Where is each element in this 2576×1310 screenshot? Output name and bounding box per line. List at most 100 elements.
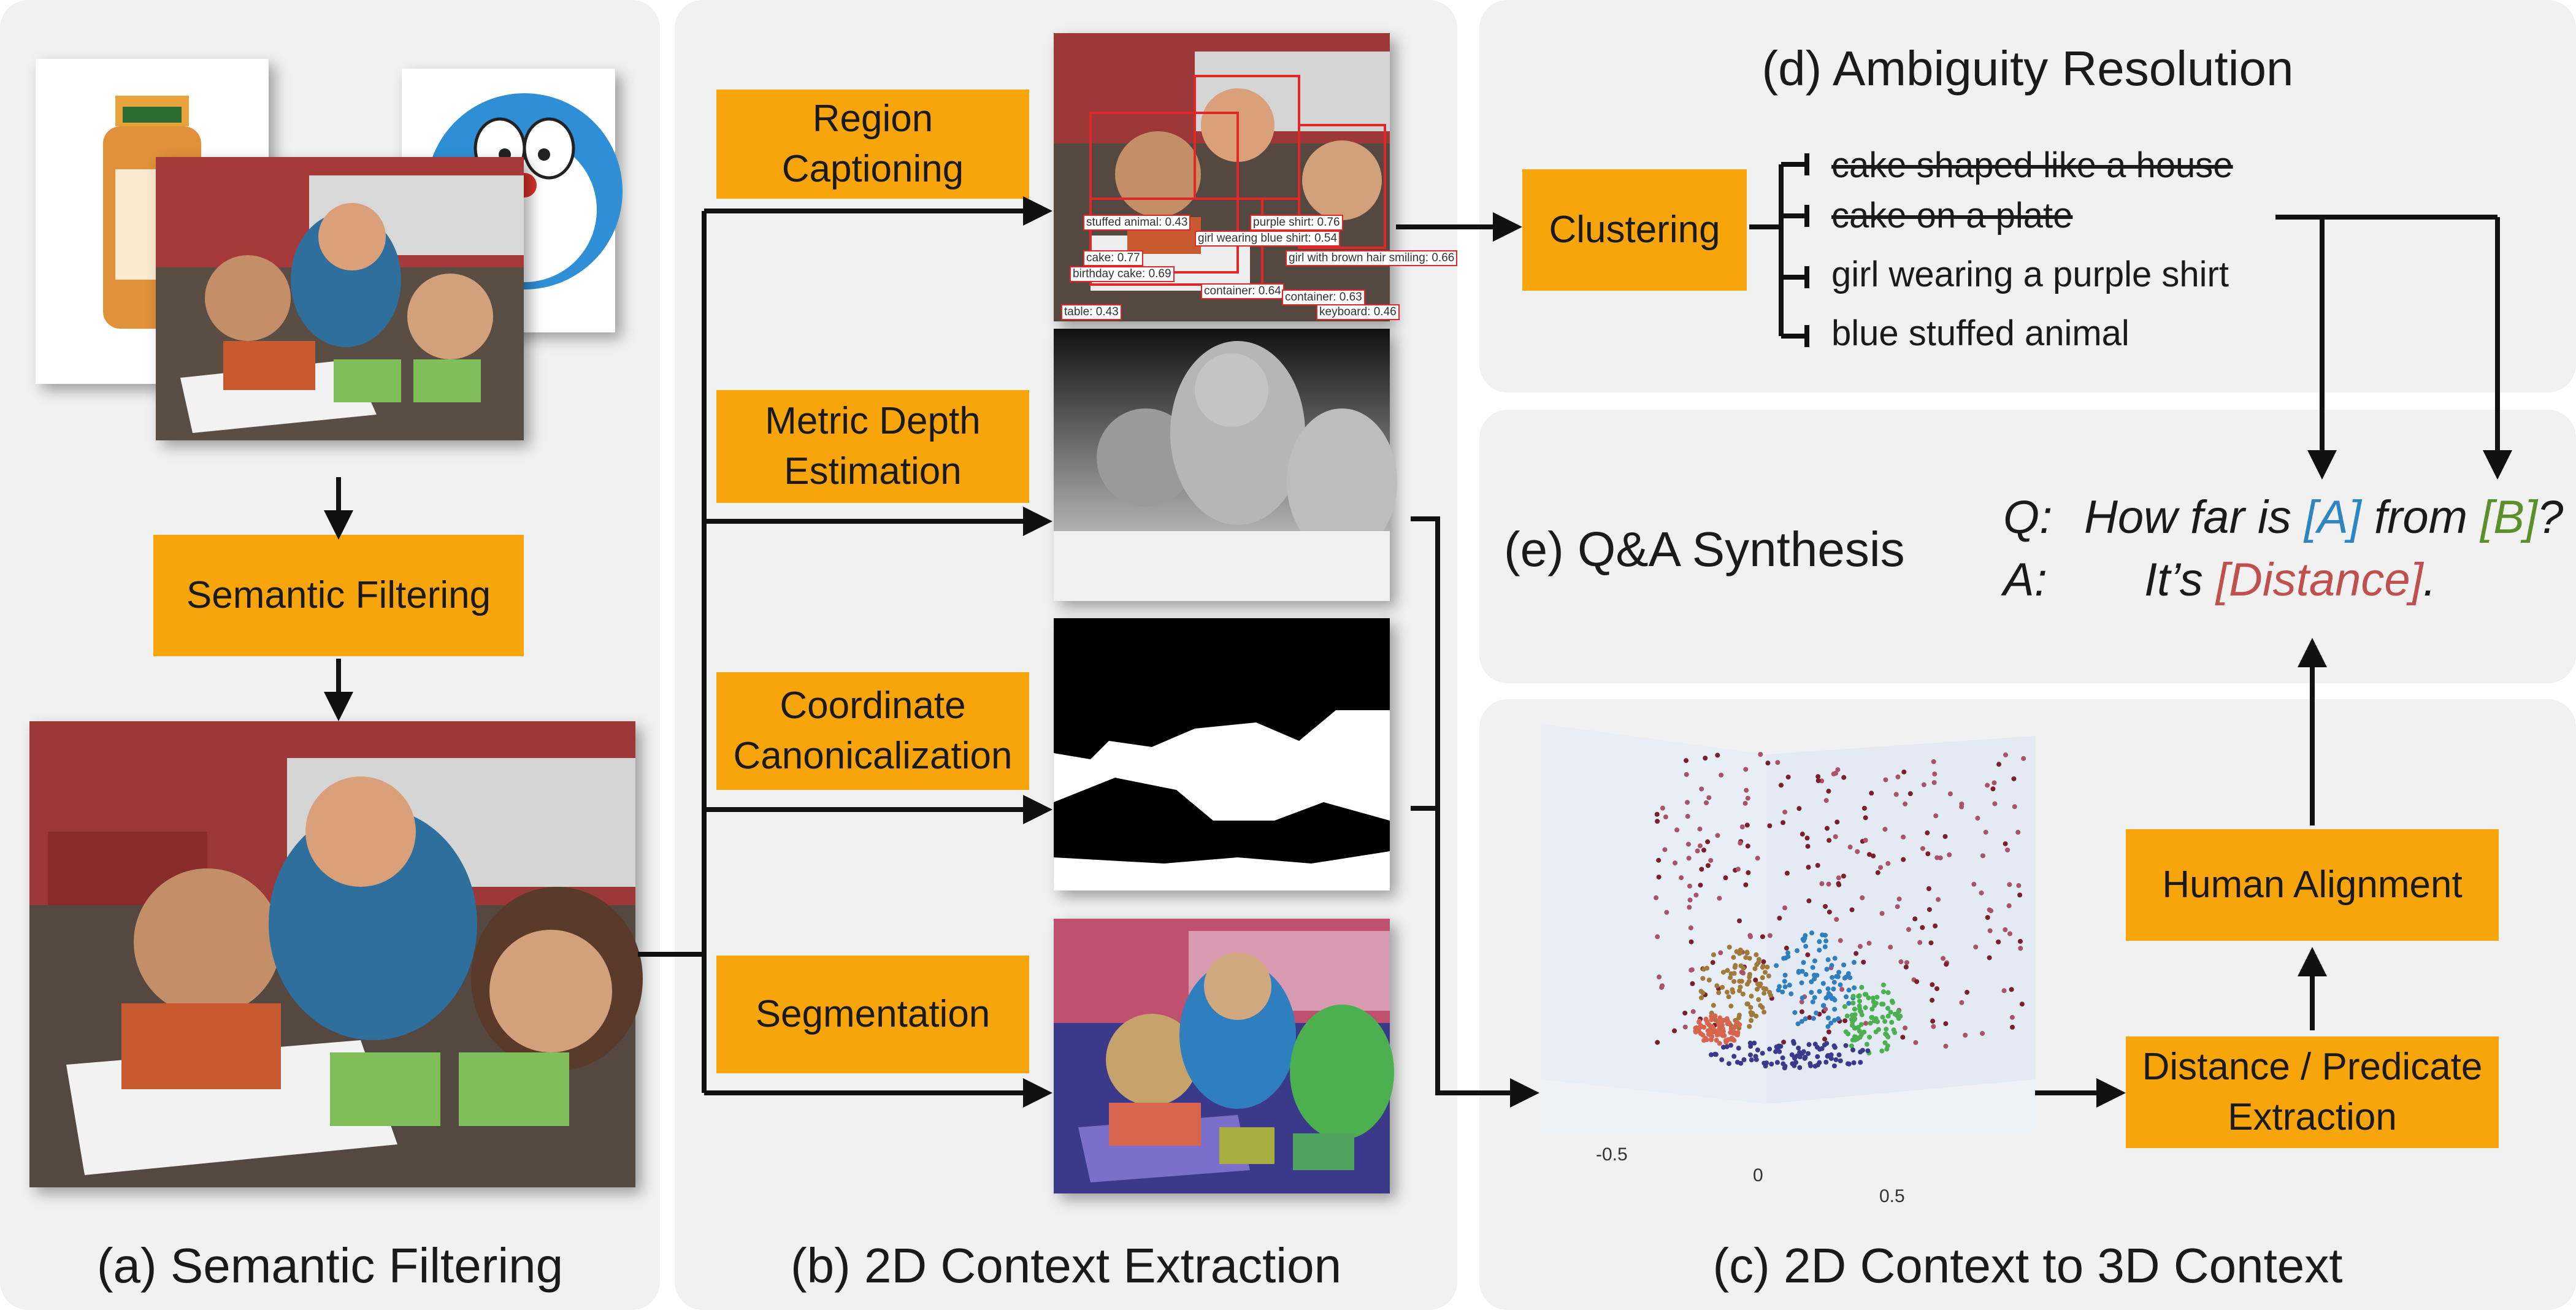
point-cloud-point	[1849, 1043, 1854, 1049]
point-cloud-point	[1738, 947, 1743, 952]
point-cloud-point	[1659, 984, 1665, 990]
point-cloud-point	[1820, 981, 1826, 986]
point-cloud-point	[1730, 1036, 1736, 1042]
point-cloud-point	[1736, 1046, 1741, 1051]
point-cloud-point	[1889, 998, 1895, 1004]
point-cloud-point	[1925, 830, 1930, 836]
point-cloud-point	[1858, 1022, 1864, 1027]
point-cloud-point	[2006, 903, 2012, 908]
point-cloud-point	[1851, 960, 1857, 965]
point-cloud-point	[1778, 783, 1784, 788]
point-cloud-point	[1895, 904, 1900, 910]
point-cloud-point	[1896, 896, 1902, 902]
point-cloud-point	[1842, 1004, 1847, 1009]
point-cloud-point	[1739, 824, 1745, 830]
point-cloud-point	[1657, 975, 1662, 980]
point-cloud-point	[1983, 829, 1988, 835]
point-cloud-point	[1824, 967, 1830, 972]
point-cloud-point	[1698, 1023, 1703, 1028]
point-cloud-point	[1767, 823, 1773, 829]
point-cloud-point	[1996, 939, 2001, 944]
point-cloud-point	[1836, 875, 1841, 881]
point-cloud-point	[1727, 944, 1732, 950]
qa-question-end: ?	[2537, 491, 2564, 543]
point-cloud-point	[1857, 1028, 1862, 1034]
point-cloud-point	[1829, 963, 1834, 968]
point-cloud-point	[1686, 856, 1692, 861]
point-cloud-point	[1693, 1029, 1698, 1035]
point-cloud-point	[1831, 1043, 1837, 1049]
point-cloud-point	[1811, 1016, 1816, 1021]
point-cloud-point	[1797, 1054, 1803, 1060]
point-cloud-point	[1831, 771, 1836, 776]
point-cloud-point	[1727, 1021, 1732, 1026]
point-cloud-point	[1785, 950, 1790, 956]
point-cloud-point	[1723, 875, 1728, 881]
point-cloud-point	[1930, 1019, 1936, 1024]
point-cloud-point	[1815, 774, 1821, 779]
detection-label: cake: 0.77	[1083, 250, 1143, 266]
point-cloud-point	[1655, 1040, 1660, 1045]
point-cloud-point	[1693, 892, 1699, 898]
point-cloud-point	[1807, 1015, 1812, 1021]
point-cloud-point	[1815, 1062, 1820, 1068]
point-cloud-point	[1738, 963, 1744, 968]
point-cloud-point	[1777, 1049, 1782, 1054]
point-cloud-point	[1654, 811, 1660, 817]
point-cloud-point	[1942, 833, 1948, 839]
point-cloud-point	[1769, 1061, 1774, 1067]
point-cloud-point	[1756, 997, 1761, 1002]
point-cloud-point	[1828, 1055, 1834, 1061]
caption-item: cake shaped like a house	[1831, 145, 2233, 185]
point-cloud-point	[1843, 1043, 1849, 1048]
point-cloud-point	[1731, 971, 1737, 976]
point-cloud-point	[1828, 1021, 1834, 1026]
point-cloud-point	[1735, 1020, 1741, 1025]
metric-depth-label: Metric Depth Estimation	[765, 399, 981, 492]
point-cloud-point	[1761, 990, 1767, 996]
point-cloud-point	[2016, 883, 2022, 888]
point-cloud-point	[1809, 990, 1814, 995]
point-cloud-point	[1931, 779, 1937, 785]
point-cloud-point	[1874, 994, 1880, 1000]
caption-item: blue stuffed animal	[1831, 313, 2129, 353]
point-cloud-point	[1810, 965, 1815, 970]
point-cloud-point	[1826, 881, 1831, 887]
point-cloud-point	[1735, 1059, 1740, 1065]
point-cloud-point	[1782, 984, 1788, 990]
point-cloud-point	[1860, 895, 1865, 900]
point-cloud-point	[1892, 1011, 1898, 1017]
point-cloud-point	[1847, 975, 1853, 981]
point-cloud-point	[1879, 1048, 1885, 1054]
point-cloud-point	[1826, 1029, 1831, 1035]
point-cloud-point	[1774, 1060, 1780, 1065]
point-cloud-point	[1738, 984, 1743, 990]
point-cloud-point	[1698, 883, 1703, 888]
point-cloud-point	[1893, 792, 1899, 797]
point-cloud-point	[1849, 907, 1855, 913]
point-cloud-point	[1787, 982, 1792, 988]
point-cloud-point	[1906, 927, 1911, 932]
coordinate-canonicalization-label: Coordinate Canonicalization	[733, 684, 1013, 777]
point-cloud-point	[1743, 882, 1749, 887]
point-cloud-point	[1710, 960, 1715, 965]
point-cloud-point	[1980, 853, 1985, 859]
point-cloud-point	[1898, 959, 1904, 965]
point-cloud-point	[1744, 1002, 1750, 1007]
point-cloud-point	[1853, 951, 1859, 956]
metric-depth-box: Metric Depth Estimation	[716, 390, 1029, 503]
point-cloud-point	[2003, 752, 2008, 757]
point-cloud-point	[1812, 958, 1817, 963]
point-cloud-point	[1782, 905, 1787, 911]
point-cloud-point	[1713, 1052, 1719, 1057]
point-cloud-point	[1690, 1009, 1696, 1014]
point-cloud-point	[1932, 772, 1938, 777]
point-cloud-point	[1719, 1017, 1724, 1023]
human-alignment-box: Human Alignment	[2126, 829, 2499, 941]
point-cloud-point	[1754, 1013, 1759, 1019]
point-cloud-point	[1971, 881, 1977, 887]
point-cloud-point	[1704, 1021, 1710, 1026]
point-cloud-point	[1907, 791, 1913, 797]
point-cloud-point	[1793, 1060, 1799, 1065]
